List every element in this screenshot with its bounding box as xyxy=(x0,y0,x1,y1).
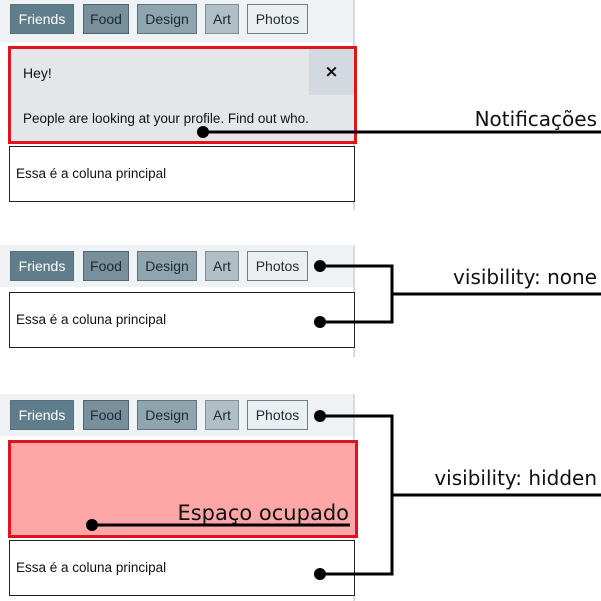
notification-message: People are looking at your profile. Find… xyxy=(23,111,309,126)
tag-photos[interactable]: Photos xyxy=(247,251,308,281)
main-column: Essa é a coluna principal xyxy=(9,540,355,596)
tag-food[interactable]: Food xyxy=(83,251,129,281)
notification-box: Hey! × People are looking at your profil… xyxy=(8,46,357,144)
main-column-text: Essa é a coluna principal xyxy=(16,312,167,327)
main-column-text: Essa é a coluna principal xyxy=(16,560,167,575)
connector-dot-tags-hidden xyxy=(314,410,326,422)
occupied-space-box: Espaço ocupado xyxy=(8,440,358,538)
tag-art[interactable]: Art xyxy=(205,4,239,34)
tag-art[interactable]: Art xyxy=(205,400,239,430)
main-column: Essa é a coluna principal xyxy=(9,146,355,202)
annotation-notifications: Notificações xyxy=(474,107,597,131)
tag-friends[interactable]: Friends xyxy=(10,400,74,430)
tag-photos[interactable]: Photos xyxy=(247,400,308,430)
tag-design[interactable]: Design xyxy=(137,4,197,34)
tag-design[interactable]: Design xyxy=(137,400,197,430)
main-column: Essa é a coluna principal xyxy=(9,292,355,348)
close-icon[interactable]: × xyxy=(309,49,354,95)
connector-dot-occupied xyxy=(86,519,98,531)
tag-friends[interactable]: Friends xyxy=(10,251,74,281)
connector-dot-main-none xyxy=(314,316,326,328)
connector-dot-notifications xyxy=(197,126,209,138)
occupied-space-label: Espaço ocupado xyxy=(177,501,349,525)
tag-food[interactable]: Food xyxy=(83,4,129,34)
tag-art[interactable]: Art xyxy=(205,251,239,281)
connector-dot-main-hidden xyxy=(314,568,326,580)
main-column-text: Essa é a coluna principal xyxy=(16,166,167,181)
connector-bracket-visibility-hidden xyxy=(320,414,394,576)
tag-friends[interactable]: Friends xyxy=(10,4,74,34)
connector-bracket-visibility-none xyxy=(320,264,394,324)
tag-photos[interactable]: Photos xyxy=(247,4,308,34)
notification-title: Hey! xyxy=(23,65,52,81)
annotation-visibility-none: visibility: none xyxy=(453,265,597,289)
tag-food[interactable]: Food xyxy=(83,400,129,430)
annotation-visibility-hidden: visibility: hidden xyxy=(434,466,597,490)
tag-design[interactable]: Design xyxy=(137,251,197,281)
connector-dot-tags-none xyxy=(314,260,326,272)
